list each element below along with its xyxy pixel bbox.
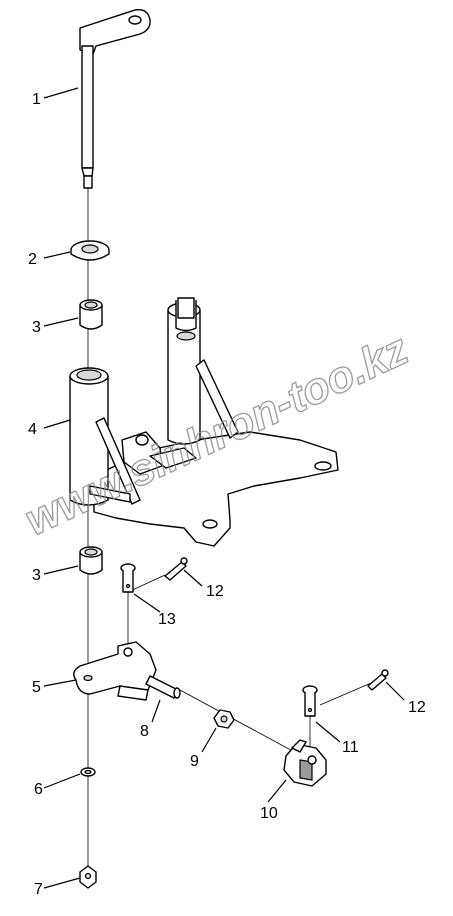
label-part-7: 7: [34, 881, 43, 898]
label-part-9: 9: [190, 753, 199, 770]
part-13-clevis-pin: [120, 563, 136, 593]
part-7-nut: [79, 865, 97, 889]
part-6-washer: [80, 767, 96, 777]
label-part-5: 5: [32, 679, 41, 696]
label-part-1: 1: [32, 91, 41, 108]
part-3-bushing-lower: [79, 546, 103, 575]
label-part-6: 6: [34, 781, 43, 798]
leader-lines: [43, 87, 405, 889]
part-numbers: 1 2 3 4 3 5 6 7 8 9 10 11 12 12 13: [28, 91, 426, 898]
part-4-bracket-base: [69, 297, 339, 547]
part-12-cotter-pin-lower: [367, 669, 389, 691]
part-10-clevis: [283, 739, 327, 787]
part-8-stud: [145, 675, 181, 699]
part-5-lever-arm: [73, 641, 157, 701]
label-part-2: 2: [28, 251, 37, 268]
label-part-3-lower: 3: [32, 567, 41, 584]
label-part-8: 8: [140, 723, 149, 740]
part-2-washer: [70, 240, 110, 261]
label-part-4: 4: [28, 421, 37, 438]
label-part-13: 13: [158, 611, 176, 628]
assembly-axes: [87, 185, 379, 880]
label-part-11: 11: [342, 739, 359, 756]
label-part-12-lower: 12: [408, 699, 426, 716]
part-3-bushing-upper: [79, 299, 103, 330]
label-part-10: 10: [260, 805, 278, 822]
label-part-12-upper: 12: [206, 583, 224, 600]
part-12-cotter-pin-upper: [164, 557, 188, 581]
label-part-3-upper: 3: [32, 319, 41, 336]
part-9-hex-nut: [213, 709, 235, 729]
part-1-shaft-lever: [79, 9, 151, 189]
part-11-clevis-pin: [302, 685, 318, 717]
